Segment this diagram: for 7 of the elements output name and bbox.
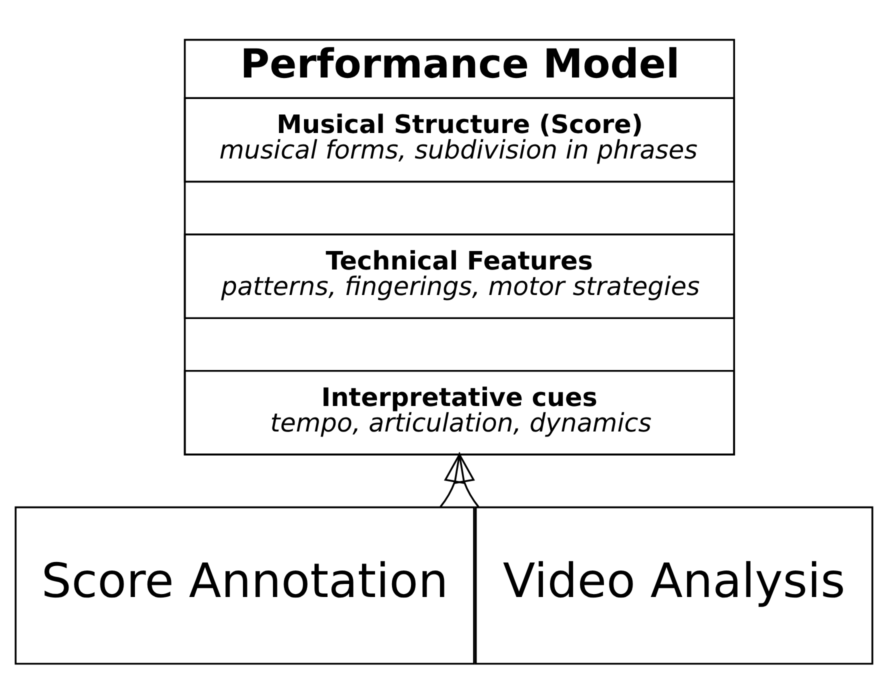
arrow bbox=[454, 451, 480, 507]
node-box: Video Analysis bbox=[474, 506, 874, 664]
node-box: Score Annotation bbox=[14, 506, 475, 664]
node-box: Technical Features patterns, fingerings, motor strategies bbox=[184, 233, 736, 319]
node-box: Interpretative cues tempo, articulation, dynamics bbox=[184, 369, 736, 455]
node-box: Musical Structure (Score) musical forms, subdivision in phrases bbox=[184, 96, 736, 182]
arrow bbox=[440, 451, 466, 507]
